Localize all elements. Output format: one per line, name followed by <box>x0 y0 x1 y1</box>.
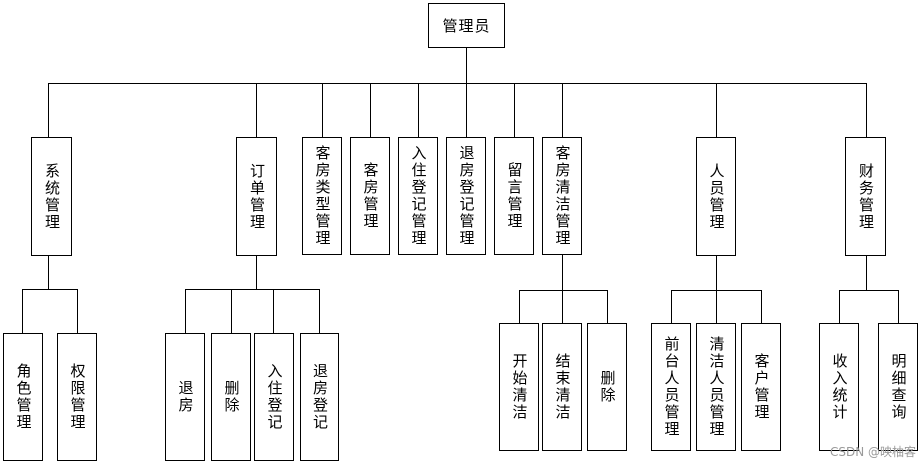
node-system-management: 系统管理 <box>31 137 72 256</box>
node-order-checkout-registration: 退房登记 <box>300 333 339 461</box>
node-order-management: 订单管理 <box>236 137 277 256</box>
node-cleaning-delete: 删除 <box>587 323 627 451</box>
node-income-statistics: 收入统计 <box>819 323 859 451</box>
node-room-management: 客房管理 <box>350 137 390 255</box>
watermark: CSDN @映柚客 <box>829 445 916 459</box>
node-finance-management: 财务管理 <box>845 137 886 256</box>
node-customer-management: 客户管理 <box>741 323 781 451</box>
node-checkin-management: 入住登记管理 <box>398 137 438 255</box>
node-room-cleaning-management: 客房清洁管理 <box>542 137 582 255</box>
node-room-type-management: 客房类型管理 <box>302 137 342 255</box>
node-order-checkout: 退房 <box>165 333 205 461</box>
node-role-management: 角色管理 <box>3 333 43 461</box>
node-permission-management: 权限管理 <box>57 333 97 461</box>
node-finish-cleaning: 结束清洁 <box>542 323 582 451</box>
root-node-admin: 管理员 <box>428 3 505 48</box>
node-order-delete: 删除 <box>211 333 251 461</box>
node-cleaning-staff-management: 清洁人员管理 <box>696 323 736 451</box>
root-label: 管理员 <box>442 17 491 35</box>
node-front-desk-staff-management: 前台人员管理 <box>651 323 691 451</box>
node-start-cleaning: 开始清洁 <box>499 323 539 451</box>
node-checkout-management: 退房登记管理 <box>446 137 486 255</box>
node-order-checkin: 入住登记 <box>254 333 294 461</box>
node-message-management: 留言管理 <box>494 137 534 255</box>
node-personnel-management: 人员管理 <box>696 137 736 256</box>
node-detail-query: 明细查询 <box>878 323 918 451</box>
